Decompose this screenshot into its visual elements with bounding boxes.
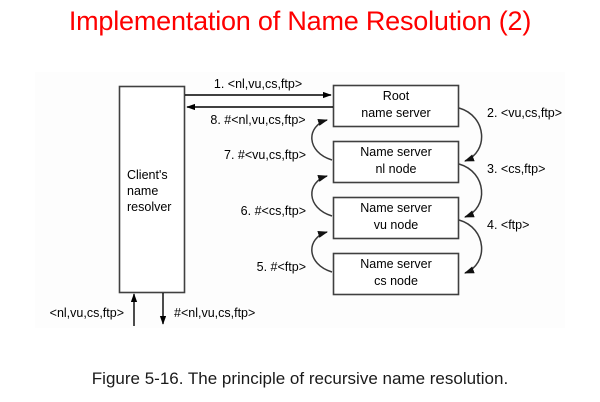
vu-name-server-line1: Name server <box>360 201 432 215</box>
client-request-label: <nl,vu,cs,ftp> <box>50 306 124 320</box>
flow-step3: 3. <cs,ftp> <box>458 162 545 218</box>
client-response-arrow: #<nl,vu,cs,ftp> <box>159 293 255 325</box>
flow-step5-label: 5. #<ftp> <box>257 260 306 274</box>
nl-name-server-node: Name server nl node <box>332 140 460 184</box>
flow-step2-label: 2. <vu,cs,ftp> <box>487 106 562 120</box>
flow-step8-label: 8. #<nl,vu,cs,ftp> <box>210 113 305 127</box>
root-name-server-line2: name server <box>361 106 430 120</box>
flow-step6-label: 6. #<cs,ftp> <box>241 204 306 218</box>
root-name-server-line1: Root <box>383 89 410 103</box>
cs-name-server-line2: cs node <box>374 274 418 288</box>
vu-name-server-node: Name server vu node <box>332 196 460 240</box>
flow-step5: 5. #<ftp> <box>257 231 333 274</box>
client-resolver-line2: name <box>127 184 158 198</box>
cs-name-server-node: Name server cs node <box>332 252 460 296</box>
figure-caption: Figure 5-16. The principle of recursive … <box>91 369 509 388</box>
vu-name-server-line2: vu node <box>374 218 419 232</box>
flow-step3-label: 3. <cs,ftp> <box>487 162 545 176</box>
flow-step1-label: 1. <nl,vu,cs,ftp> <box>214 77 302 91</box>
client-resolver-node: Client's name resolver <box>118 85 186 294</box>
client-resolver-line1: Client's <box>127 168 168 182</box>
nl-name-server-line2: nl node <box>375 162 416 176</box>
client-request-arrow: <nl,vu,cs,ftp> <box>50 293 138 326</box>
client-response-label: #<nl,vu,cs,ftp> <box>174 306 255 320</box>
flow-step1: 1. <nl,vu,cs,ftp> <box>185 77 332 99</box>
flow-step2: 2. <vu,cs,ftp> <box>458 106 562 162</box>
page-title: Implementation of Name Resolution (2) <box>68 6 532 36</box>
cs-name-server-line1: Name server <box>360 257 432 271</box>
flow-step8: 8. #<nl,vu,cs,ftp> <box>186 103 333 127</box>
flow-step7-label: 7. #<vu,cs,ftp> <box>224 148 306 162</box>
flow-step7: 7. #<vu,cs,ftp> <box>224 119 333 162</box>
nl-name-server-line1: Name server <box>360 145 432 159</box>
flow-step4: 4. <ftp> <box>458 218 529 274</box>
client-resolver-line3: resolver <box>127 200 171 214</box>
root-name-server-node: Root name server <box>332 84 460 128</box>
flow-step6: 6. #<cs,ftp> <box>241 175 333 218</box>
flow-step4-label: 4. <ftp> <box>487 218 529 232</box>
